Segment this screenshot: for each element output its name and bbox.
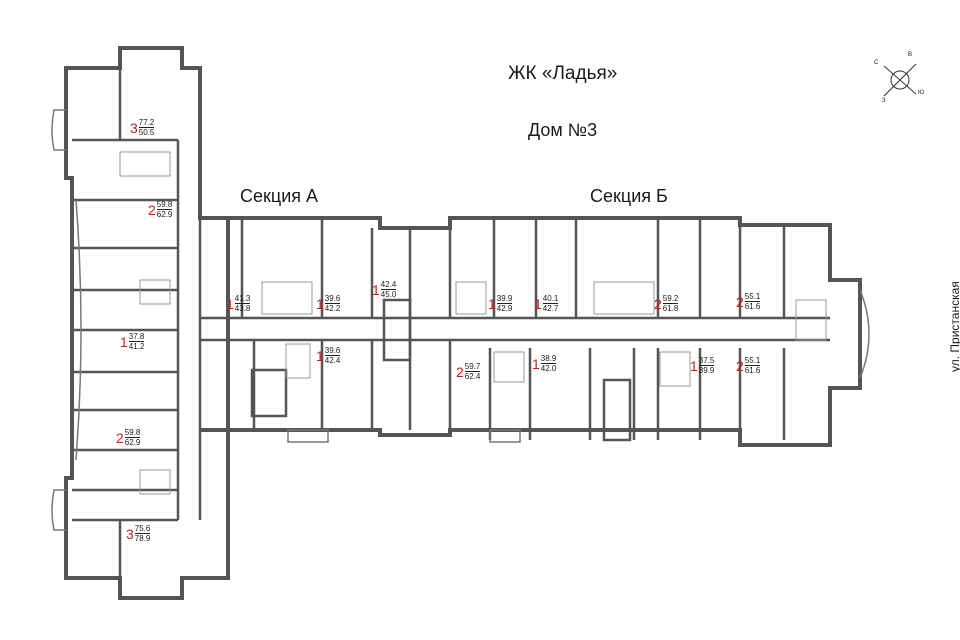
area-live: 39.9	[698, 366, 715, 375]
compass-west-label: З	[882, 98, 886, 104]
rooms-count: 1	[488, 295, 496, 312]
area-live: 61.8	[662, 304, 679, 313]
rooms-count: 3	[126, 525, 134, 542]
area-total: 59.7	[464, 362, 481, 372]
area-total: 59.8	[124, 428, 141, 438]
area-total: 37.5	[698, 356, 715, 366]
compass-rose-icon: С В З Ю	[872, 52, 928, 108]
rooms-count: 2	[654, 295, 662, 312]
area-total: 55.1	[744, 292, 761, 302]
area-live: 42.2	[324, 304, 341, 313]
elevator-shaft	[602, 378, 632, 442]
wing-a-outer-wall	[64, 46, 230, 600]
section-a-label: Секция А	[240, 186, 319, 206]
area-live: 42.0	[540, 364, 557, 373]
area-total: 55.1	[744, 356, 761, 366]
area-live: 43.8	[234, 304, 251, 313]
rooms-count: 2	[116, 429, 124, 446]
balcony	[859, 289, 870, 379]
area-live: 41.2	[128, 342, 145, 351]
rooms-count: 2	[736, 357, 744, 374]
rooms-count: 1	[316, 295, 324, 312]
complex-title: ЖК «Ладья»	[508, 63, 618, 84]
balcony	[287, 429, 329, 443]
balcony	[51, 489, 66, 531]
area-total: 59.8	[156, 200, 173, 210]
area-total: 40.1	[542, 294, 559, 304]
area-live: 42.7	[542, 304, 559, 313]
balcony	[51, 109, 66, 151]
area-total: 77.2	[138, 118, 155, 128]
area-total: 39.6	[324, 346, 341, 356]
area-live: 61.6	[744, 302, 761, 311]
rooms-count: 3	[130, 119, 138, 136]
house-title: Дом №3	[528, 120, 598, 140]
rooms-count: 1	[316, 347, 324, 364]
stair-block	[250, 368, 288, 418]
area-live: 78.9	[134, 534, 151, 543]
rooms-count: 1	[690, 357, 698, 374]
rooms-count: 1	[534, 295, 542, 312]
area-total: 75.6	[134, 524, 151, 534]
rooms-count: 1	[120, 333, 128, 350]
rooms-count: 1	[226, 295, 234, 312]
compass-east-label: В	[908, 52, 913, 58]
area-live: 50.5	[138, 128, 155, 137]
street-label: ул. Пристанская	[948, 281, 960, 372]
rooms-count: 1	[372, 281, 380, 298]
area-total: 41.3	[234, 294, 251, 304]
area-live: 61.6	[744, 366, 761, 375]
area-total: 42.4	[380, 280, 397, 290]
section-b-label: Секция Б	[590, 186, 668, 206]
area-total: 39.6	[324, 294, 341, 304]
compass-south-label: Ю	[918, 90, 925, 96]
area-total: 38.9	[540, 354, 557, 364]
area-total: 37.8	[128, 332, 145, 342]
area-live: 62.4	[464, 372, 481, 381]
rooms-count: 2	[736, 293, 744, 310]
rooms-count: 2	[456, 363, 464, 380]
area-live: 42.9	[496, 304, 513, 313]
area-total: 39.9	[496, 294, 513, 304]
elevator-shaft	[382, 298, 412, 362]
balcony-loggia	[75, 199, 82, 461]
rooms-count: 2	[148, 201, 156, 218]
balcony	[489, 429, 521, 443]
area-live: 42.4	[324, 356, 341, 365]
area-live: 62.9	[156, 210, 173, 219]
area-live: 45.0	[380, 290, 397, 299]
area-live: 62.9	[124, 438, 141, 447]
rooms-count: 1	[532, 355, 540, 372]
compass-north-label: С	[874, 60, 879, 66]
area-total: 59.2	[662, 294, 679, 304]
